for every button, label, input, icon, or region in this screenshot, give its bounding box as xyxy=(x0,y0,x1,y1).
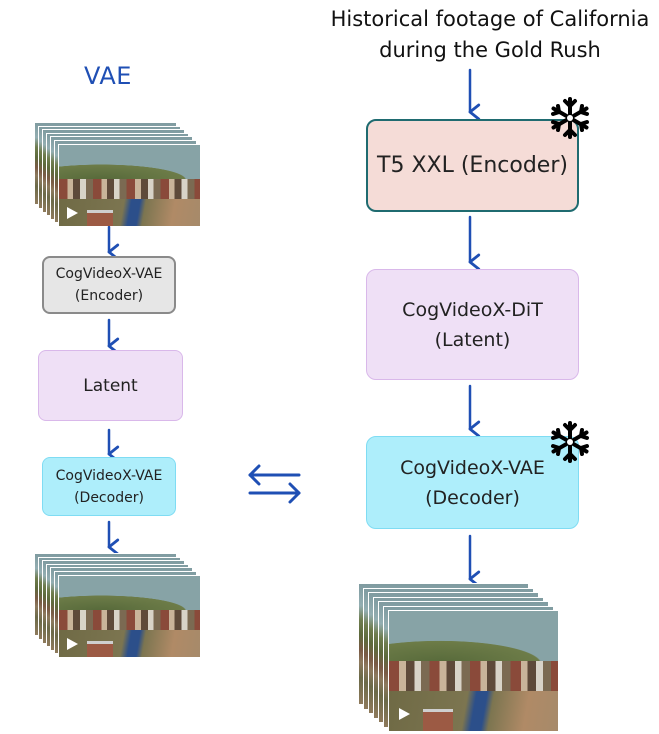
snowflake-icon xyxy=(551,97,589,139)
road xyxy=(59,630,200,657)
video-frame xyxy=(58,574,200,657)
output-video-stack-left xyxy=(34,553,200,657)
bidirectional-arrows-icon xyxy=(248,464,301,504)
town xyxy=(59,178,200,200)
road xyxy=(59,199,200,226)
vae-decoder-left-line2: (Decoder) xyxy=(74,489,144,506)
vae-title: VAE xyxy=(84,62,132,90)
sky xyxy=(59,575,200,599)
vae-decoder-right-line1: CogVideoX-VAE xyxy=(400,456,545,479)
text-prompt: Historical footage of California during … xyxy=(300,4,659,66)
latent-box: Latent xyxy=(38,350,183,421)
vae-decoder-left-line1: CogVideoX-VAE xyxy=(55,467,163,484)
prompt-line-2: during the Gold Rush xyxy=(379,38,601,62)
road xyxy=(389,691,558,731)
house xyxy=(87,640,113,657)
vae-decoder-right-line2: (Decoder) xyxy=(425,486,520,509)
vae-decoder-box-left: CogVideoX-VAE (Decoder) xyxy=(42,457,176,516)
output-video-stack-right xyxy=(358,583,558,731)
dit-box: CogVideoX-DiT (Latent) xyxy=(366,269,579,380)
hills xyxy=(59,593,200,612)
vae-encoder-line1: CogVideoX-VAE xyxy=(55,266,163,282)
vae-encoder-box: CogVideoX-VAE (Encoder) xyxy=(42,256,176,314)
hills xyxy=(389,637,558,664)
hills xyxy=(59,162,200,181)
t5-encoder-label: T5 XXL (Encoder) xyxy=(377,153,568,178)
town xyxy=(389,661,558,692)
house xyxy=(87,209,113,226)
input-video-stack xyxy=(34,122,200,226)
prompt-line-1: Historical footage of California xyxy=(330,7,650,31)
play-icon[interactable] xyxy=(67,637,79,650)
play-icon[interactable] xyxy=(399,708,411,721)
house xyxy=(422,708,454,731)
town xyxy=(59,609,200,631)
dit-line1: CogVideoX-DiT xyxy=(402,298,543,321)
vae-encoder-line2: (Encoder) xyxy=(74,288,144,304)
snowflake-icon xyxy=(551,421,589,463)
play-icon[interactable] xyxy=(67,206,79,219)
vae-decoder-box-right: CogVideoX-VAE (Decoder) xyxy=(366,436,579,529)
dit-line2: (Latent) xyxy=(434,328,511,351)
sky xyxy=(59,144,200,168)
t5-encoder-box: T5 XXL (Encoder) xyxy=(366,119,579,212)
latent-label: Latent xyxy=(83,375,138,396)
video-frame xyxy=(388,610,558,731)
video-frame xyxy=(58,143,200,226)
